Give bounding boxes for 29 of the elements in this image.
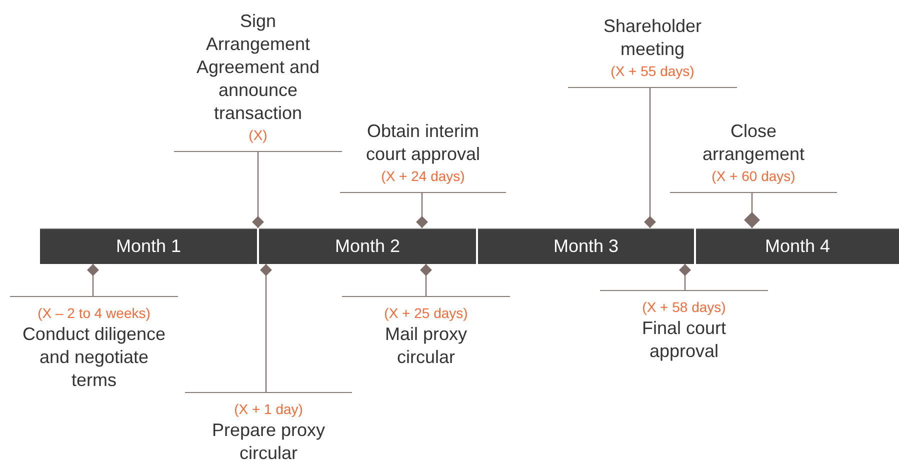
event-date: (X + 58 days) <box>642 298 726 317</box>
leader-line <box>87 264 99 296</box>
event-title: Conduct diligence and negotiate terms <box>21 323 167 392</box>
leader-line <box>416 192 428 228</box>
event-date: (X + 55 days) <box>610 62 694 81</box>
event-date: (X + 1 day) <box>234 400 303 419</box>
event-date: (X) <box>248 126 268 145</box>
leader-line <box>679 264 691 290</box>
event-title: Prepare proxy circular <box>210 419 326 465</box>
month-bar: Month 3 <box>478 228 694 264</box>
event-date: (X + 25 days) <box>384 304 468 323</box>
leader-line <box>252 151 264 228</box>
month-bar: Month 1 <box>40 228 257 264</box>
leader-line <box>744 192 760 228</box>
leader-line <box>420 264 432 296</box>
month-bar: Month 2 <box>259 228 476 264</box>
month-bar: Month 4 <box>696 228 899 264</box>
event-date: (X + 60 days) <box>712 167 796 186</box>
event-title: Shareholder meeting <box>602 15 703 61</box>
event-title: Obtain interim court approval <box>364 120 482 166</box>
event-title: Close arrangement <box>701 120 806 166</box>
event-title: Mail proxy circular <box>384 323 468 369</box>
event-title: Sign Arrangement Agreement and announce transaction <box>195 10 321 125</box>
leader-line <box>260 264 272 392</box>
event-date: (X + 24 days) <box>381 167 465 186</box>
event-title: Final court approval <box>640 317 728 363</box>
milestone-bracket <box>600 290 768 363</box>
leader-line <box>644 87 656 228</box>
event-date: (X – 2 to 4 weeks) <box>38 304 150 323</box>
